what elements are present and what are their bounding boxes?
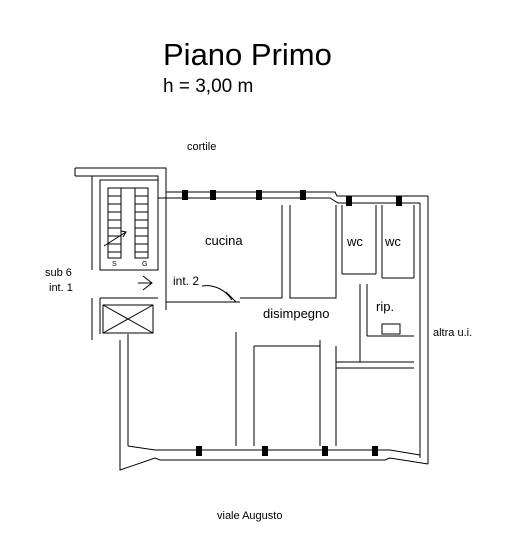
- window-markers: [182, 190, 402, 456]
- room-label-hallway: disimpegno: [263, 306, 330, 321]
- label-east-other-unit: altra u.i.: [433, 327, 473, 339]
- room-label-wc-2: wc: [385, 234, 401, 249]
- unit-label: int. 2: [173, 274, 200, 288]
- room-label-wc-1: wc: [347, 234, 363, 249]
- room-label-kitchen: cucina: [205, 233, 243, 248]
- stair-mark-s: S: [112, 261, 117, 268]
- label-south-street: viale Augusto: [217, 510, 283, 522]
- label-west-int: int. 1: [49, 282, 73, 294]
- outer-walls: [74, 167, 429, 471]
- interior-walls: [165, 192, 415, 446]
- label-north-courtyard: cortile: [187, 141, 217, 153]
- stair-mark-g: G: [142, 261, 147, 268]
- stair-core: [99, 179, 159, 334]
- room-label-storage: rip.: [376, 299, 395, 314]
- ceiling-height: h = 3,00 m: [163, 76, 254, 97]
- label-west-sub: sub 6: [45, 267, 72, 279]
- plan-title: Piano Primo: [163, 37, 332, 72]
